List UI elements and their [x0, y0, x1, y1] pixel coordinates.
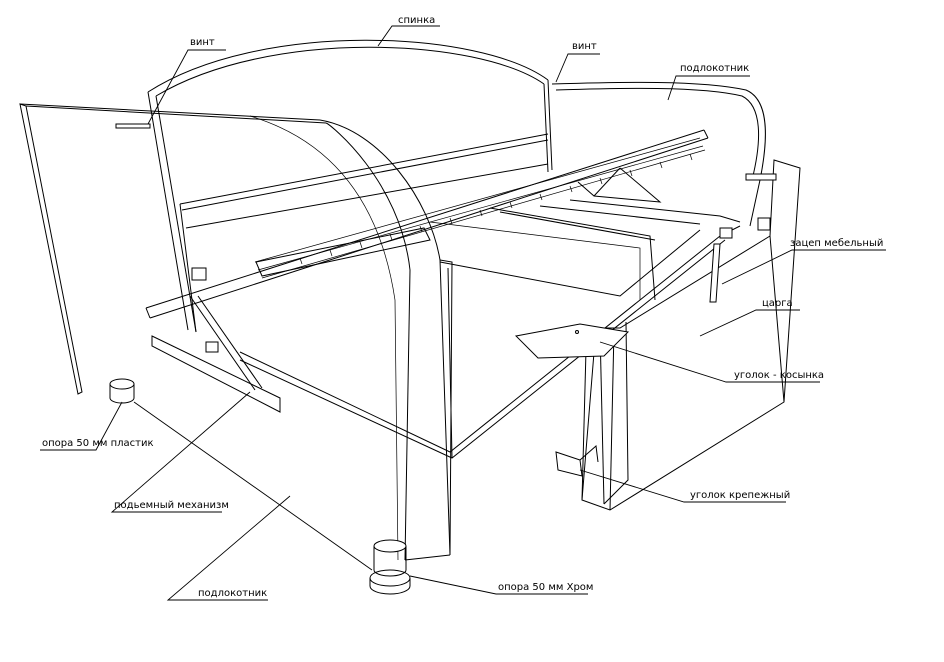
plastic-foot	[109, 378, 135, 404]
chrome-foot	[369, 539, 411, 595]
label-carga: царга	[762, 298, 793, 309]
furniture-hook	[709, 243, 721, 303]
label-podemny: подьемный механизм	[114, 500, 229, 511]
label-ugolok-krepezhny: уголок крепежный	[690, 490, 790, 501]
label-opora-hrom: опора 50 мм Хром	[498, 582, 593, 593]
label-podlokotnik-top: подлокотник	[680, 63, 749, 74]
label-podlokotnik-bottom: подлокотник	[198, 588, 267, 599]
gusset-corner	[514, 323, 630, 359]
label-zacep: зацеп мебельный	[790, 238, 883, 249]
lifting-mechanism-beam	[145, 129, 709, 319]
label-opora-plastik: опора 50 мм пластик	[42, 438, 154, 449]
lower-mechanism	[151, 267, 281, 413]
label-vint-right: винт	[572, 41, 597, 52]
carga-panel	[581, 159, 801, 511]
left-armrest	[19, 103, 453, 561]
leader-lines	[40, 25, 886, 601]
side-peg	[757, 217, 771, 231]
label-spinka: спинка	[398, 15, 435, 26]
right-armrest	[551, 81, 766, 227]
screw-left	[115, 123, 151, 129]
screw-right-hook	[745, 173, 777, 181]
backrest	[147, 39, 553, 333]
label-vint-left: винт	[190, 37, 215, 48]
seat-frame	[239, 199, 741, 459]
gusset-hole	[575, 330, 579, 334]
mounting-corner	[555, 451, 583, 477]
label-ugolok-kosynka: уголок - косынка	[734, 370, 824, 381]
corner-peg	[719, 227, 733, 239]
